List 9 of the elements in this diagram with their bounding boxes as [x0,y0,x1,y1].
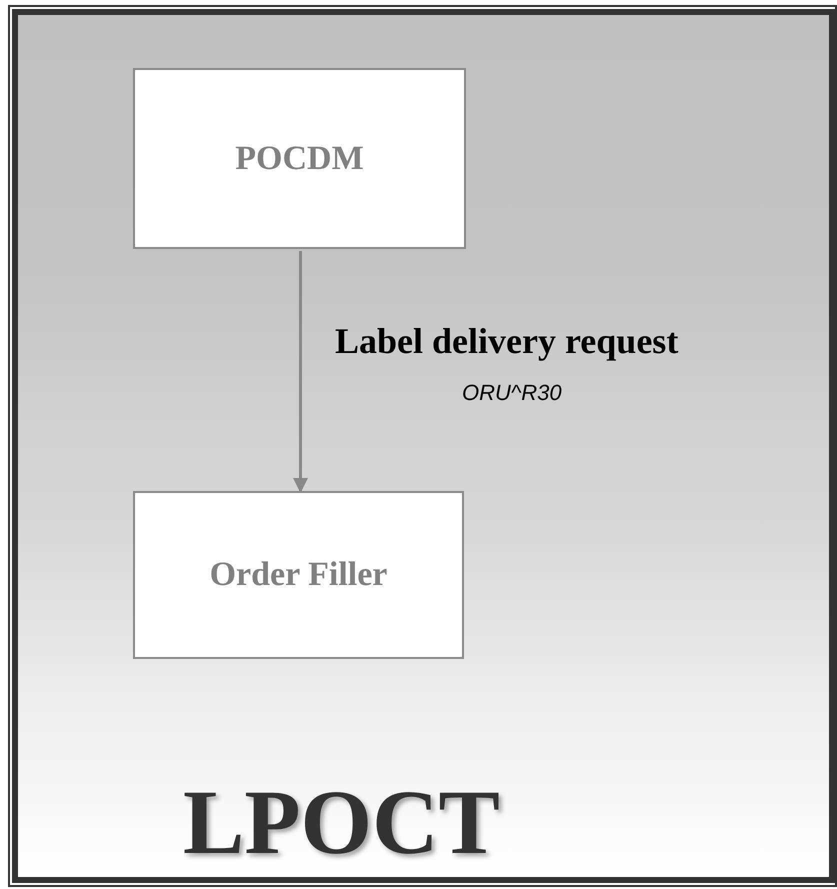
actor-name: POCDM [235,140,364,178]
actor-box [133,68,466,249]
profile-frame [8,5,837,887]
edge-label: Label delivery request [335,323,678,359]
actor-box [133,491,464,659]
arrow [293,251,308,493]
profile-title: LPOCT [183,776,500,868]
message-type: ORU^R30 [462,382,562,404]
actor-name: Order Filler [210,556,388,594]
